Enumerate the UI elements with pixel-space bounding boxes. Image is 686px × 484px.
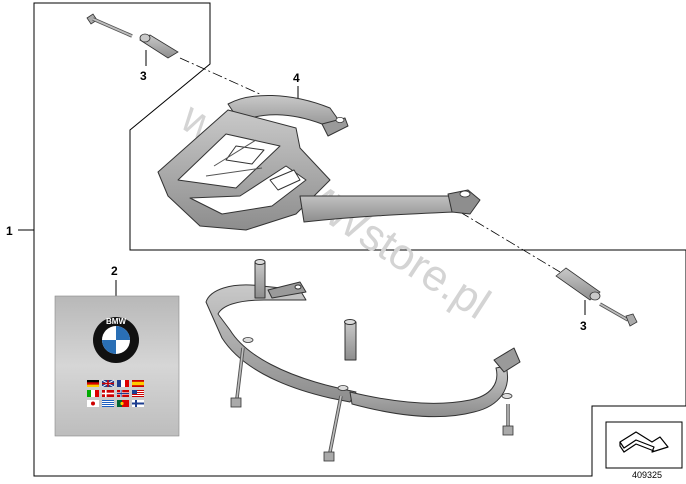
assembly-outline xyxy=(33,2,686,477)
axis-line-top xyxy=(179,57,263,96)
country-flags-icon xyxy=(87,379,144,407)
screw-middle xyxy=(323,385,349,462)
mounting-instructions-card: BMW xyxy=(54,295,180,437)
svg-text:BMW: BMW xyxy=(106,317,126,326)
callout-2: 2 xyxy=(111,264,118,278)
screw-left xyxy=(230,337,254,408)
callout-1: 1 xyxy=(6,224,13,238)
bolt-bottom xyxy=(599,302,638,327)
arrow-navigation-icon xyxy=(619,431,669,453)
bmw-logo-icon: BMW xyxy=(93,317,139,363)
arrow-box xyxy=(605,421,683,469)
spacer-sleeve-bottom xyxy=(555,267,601,301)
spacer-sleeve-top xyxy=(139,33,179,59)
diagram-number: 409325 xyxy=(632,470,662,480)
callout-4: 4 xyxy=(293,71,300,85)
bolt-top xyxy=(86,13,133,38)
axis-line-bottom xyxy=(459,211,561,273)
callout-3-bottom: 3 xyxy=(580,319,587,333)
callout-3-top: 3 xyxy=(140,69,147,83)
screw-right xyxy=(501,393,514,436)
rear-carrier xyxy=(157,94,481,231)
